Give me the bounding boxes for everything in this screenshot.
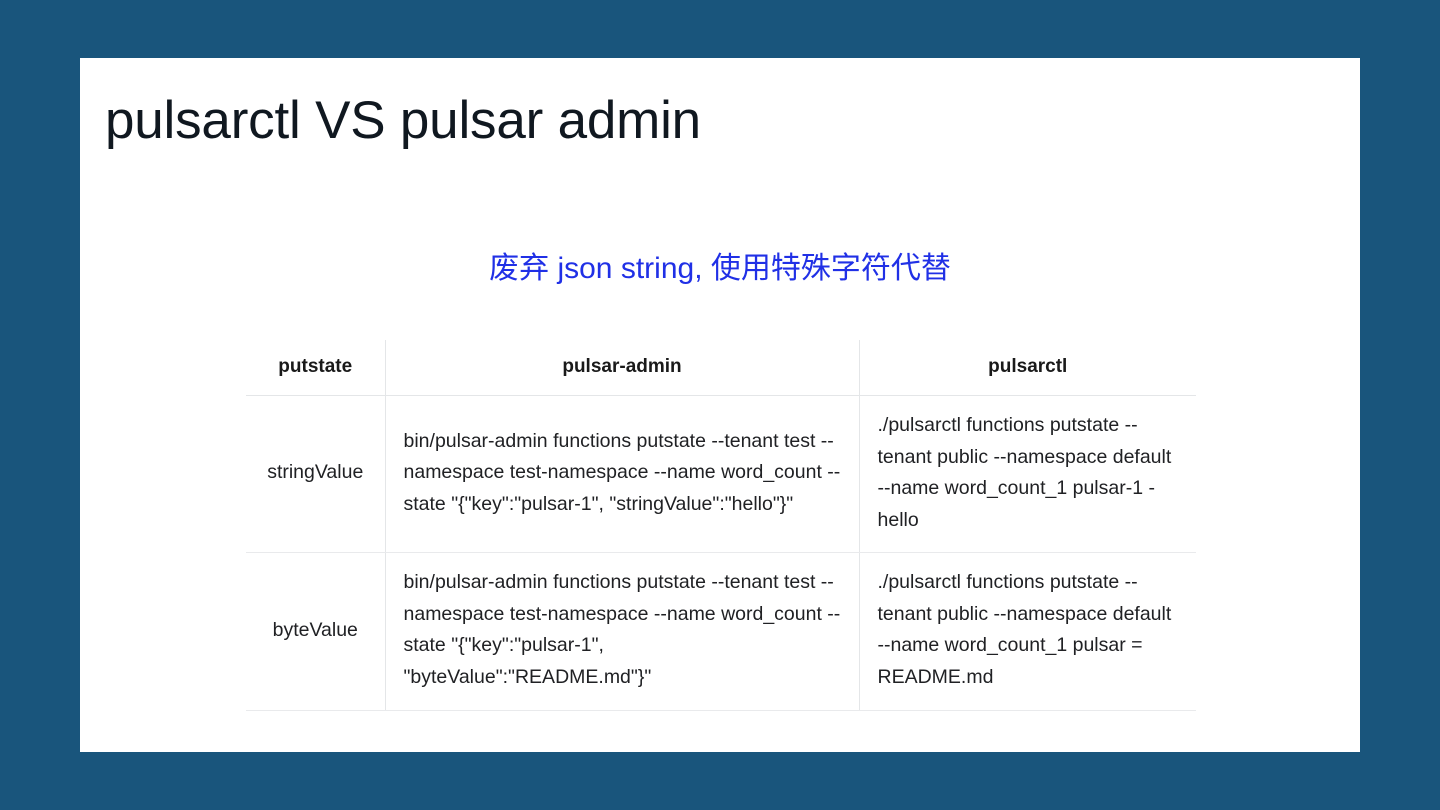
comparison-table: putstate pulsar-admin pulsarctl stringVa… xyxy=(246,340,1196,711)
slide-canvas: pulsarctl VS pulsar admin 废弃 json string… xyxy=(80,58,1360,752)
pulsarctl-command-bytevalue: ./pulsarctl functions putstate --tenant … xyxy=(858,552,1196,711)
pulsar-admin-command-stringvalue: bin/pulsar-admin functions putstate --te… xyxy=(384,395,859,554)
row-label-bytevalue: byteValue xyxy=(246,552,385,711)
column-header-pulsarctl: pulsarctl xyxy=(858,340,1196,396)
page-title: pulsarctl VS pulsar admin xyxy=(105,91,701,150)
column-header-pulsar-admin: pulsar-admin xyxy=(384,340,859,396)
pulsar-admin-command-bytevalue: bin/pulsar-admin functions putstate --te… xyxy=(384,552,859,711)
pulsarctl-command-stringvalue: ./pulsarctl functions putstate --tenant … xyxy=(858,395,1196,554)
table-row: stringValue bin/pulsar-admin functions p… xyxy=(246,395,1196,554)
column-header-putstate: putstate xyxy=(246,340,385,396)
row-label-stringvalue: stringValue xyxy=(246,395,385,554)
slide-subtitle: 废弃 json string, 使用特殊字符代替 xyxy=(489,252,951,285)
table-row: byteValue bin/pulsar-admin functions put… xyxy=(246,552,1196,711)
putstate-comparison-table: putstate pulsar-admin pulsarctl stringVa… xyxy=(246,340,1196,711)
table-header-row: putstate pulsar-admin pulsarctl xyxy=(246,340,1196,396)
